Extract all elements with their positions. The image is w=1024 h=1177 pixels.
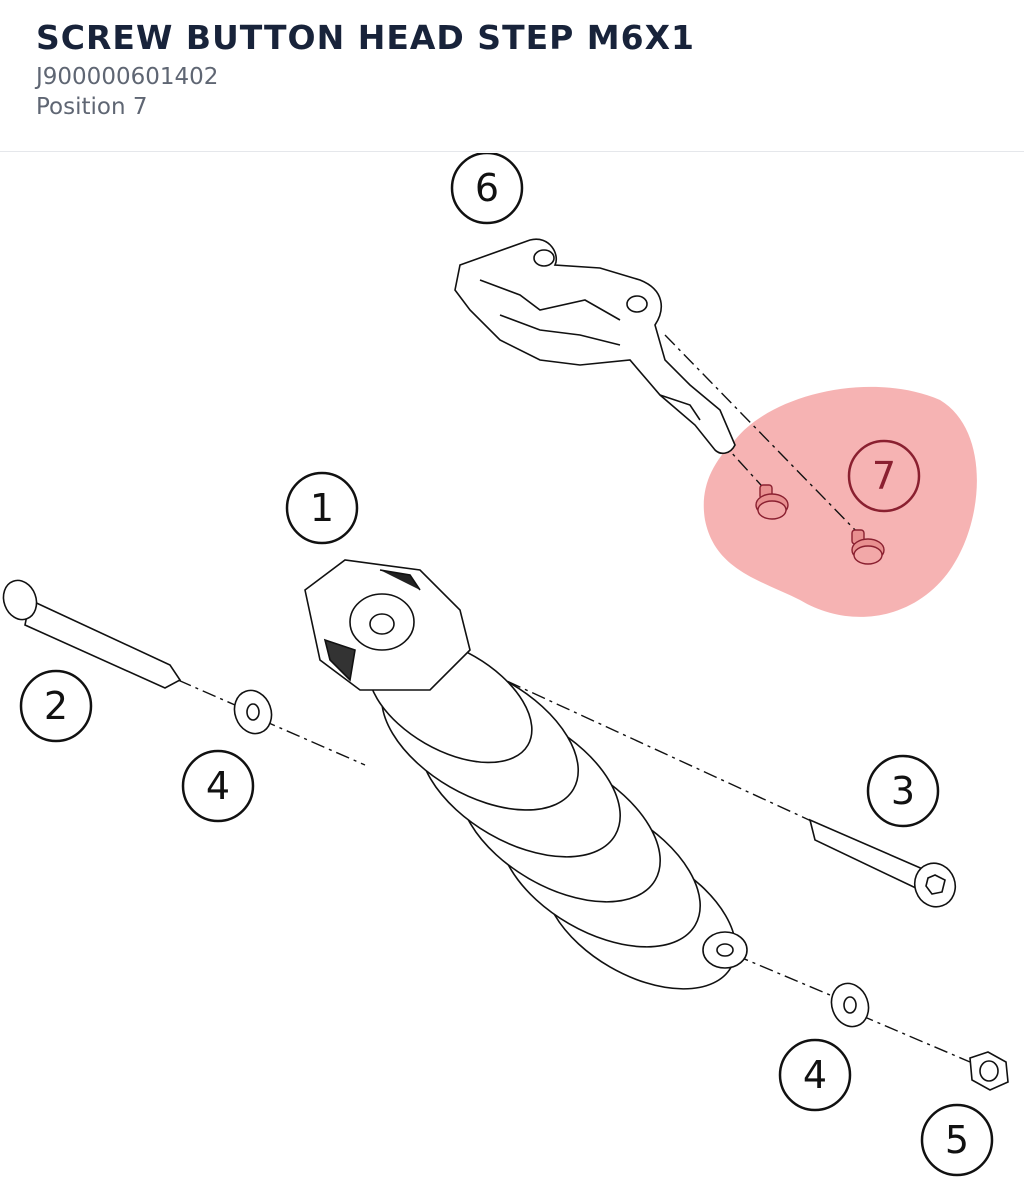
nut-part-5[interactable] [969,1051,1009,1091]
callout-1[interactable]: 1 [285,471,359,545]
callout-4-upper[interactable]: 4 [181,749,255,823]
svg-text:6: 6 [475,166,499,210]
svg-text:5: 5 [945,1118,969,1162]
part-header: SCREW BUTTON HEAD STEP M6X1 J90000060140… [0,0,1024,152]
position-label: Position 7 [36,94,148,120]
callout-4-lower[interactable]: 4 [778,1038,852,1112]
part-title: SCREW BUTTON HEAD STEP M6X1 [36,18,695,57]
highlight-region[interactable] [703,386,977,617]
callout-labels: 1 2 3 4 4 5 6 7 [19,153,994,1177]
callout-2[interactable]: 2 [19,669,93,743]
bolt-part-3[interactable] [808,818,961,913]
shock-absorber-part-1[interactable] [304,559,761,1019]
screw-part-7[interactable] [755,484,885,565]
svg-text:4: 4 [206,764,230,808]
callout-5[interactable]: 5 [920,1103,994,1177]
svg-text:1: 1 [310,486,334,530]
svg-text:7: 7 [872,454,896,498]
callout-3[interactable]: 3 [866,754,940,828]
svg-text:4: 4 [803,1053,827,1097]
exploded-parts-diagram: 1 2 3 4 4 5 6 7 [0,153,1024,1177]
washer-part-4[interactable] [229,685,875,1032]
bolt-part-2[interactable] [0,576,182,689]
callout-6[interactable]: 6 [450,153,524,225]
svg-text:3: 3 [891,769,915,813]
callout-7-highlighted[interactable]: 7 [847,439,921,513]
bracket-part-6[interactable] [454,238,736,455]
svg-text:2: 2 [44,684,68,728]
part-number: J900000601402 [36,64,219,90]
